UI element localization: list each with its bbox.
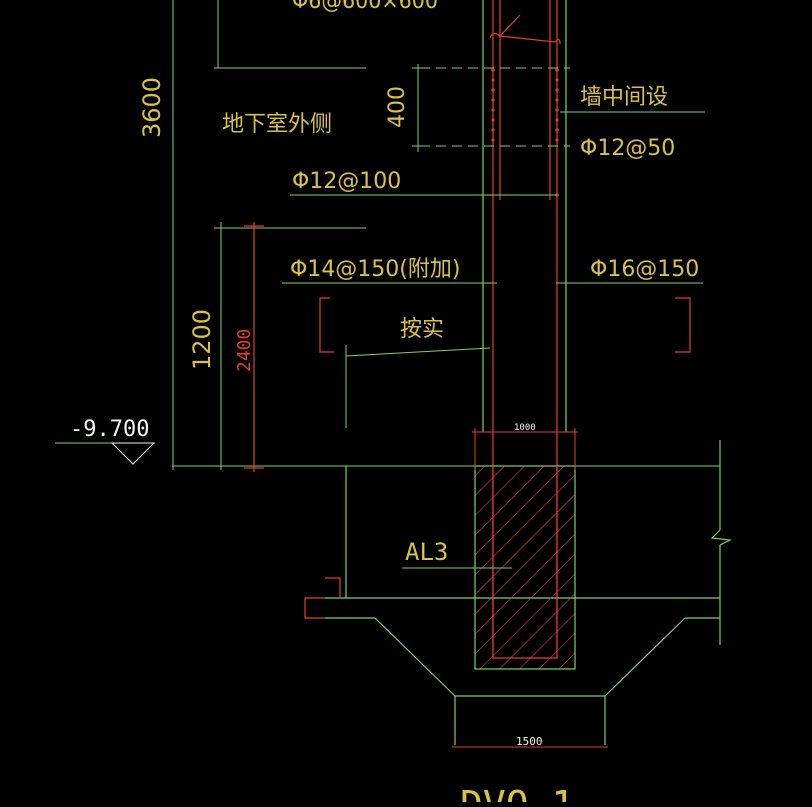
- beam-tag-label: AL3: [405, 538, 448, 566]
- rebar-phi14-150-label: Φ14@150(附加): [290, 257, 460, 282]
- dim-1500-text: 1500: [516, 735, 543, 748]
- wall-middle-label: 墙中间设: [580, 85, 668, 110]
- section-title-cut: DVQ-1: [460, 783, 574, 802]
- compact-brackets: [319, 297, 691, 353]
- section-cut-dashes: [420, 67, 570, 147]
- dim-1000-text: 1000: [514, 423, 536, 433]
- basement-outside-label: 地下室外侧: [222, 112, 332, 137]
- dimension-lines: [55, 0, 720, 470]
- top-rebar-cut-label: Φ6@600×600: [292, 0, 438, 14]
- elevation-triangle: [110, 442, 156, 465]
- dim-1000-line: [472, 428, 578, 470]
- rebar-phi16-150-label: Φ16@150: [590, 257, 699, 282]
- dim-400-text: 400: [385, 86, 410, 128]
- rebar-phi12-100-label: Φ12@100: [292, 169, 401, 194]
- rebar-phi12-50-label: Φ12@50: [580, 136, 675, 161]
- dim-2400-line: [244, 222, 264, 472]
- elevation-label: -9.700: [70, 417, 149, 442]
- compact-label: 按实: [400, 317, 444, 342]
- wall-outline: [482, 0, 567, 432]
- rebar-dots-left: [491, 68, 495, 142]
- dim-3600-text: 3600: [138, 77, 166, 138]
- rebar-dots-right: [555, 68, 559, 197]
- beam-rebar: [492, 466, 558, 659]
- footing-edge-notch: [304, 577, 341, 619]
- dim-1200-text: 1200: [188, 309, 216, 370]
- dim-2400-text: 2400: [234, 329, 255, 372]
